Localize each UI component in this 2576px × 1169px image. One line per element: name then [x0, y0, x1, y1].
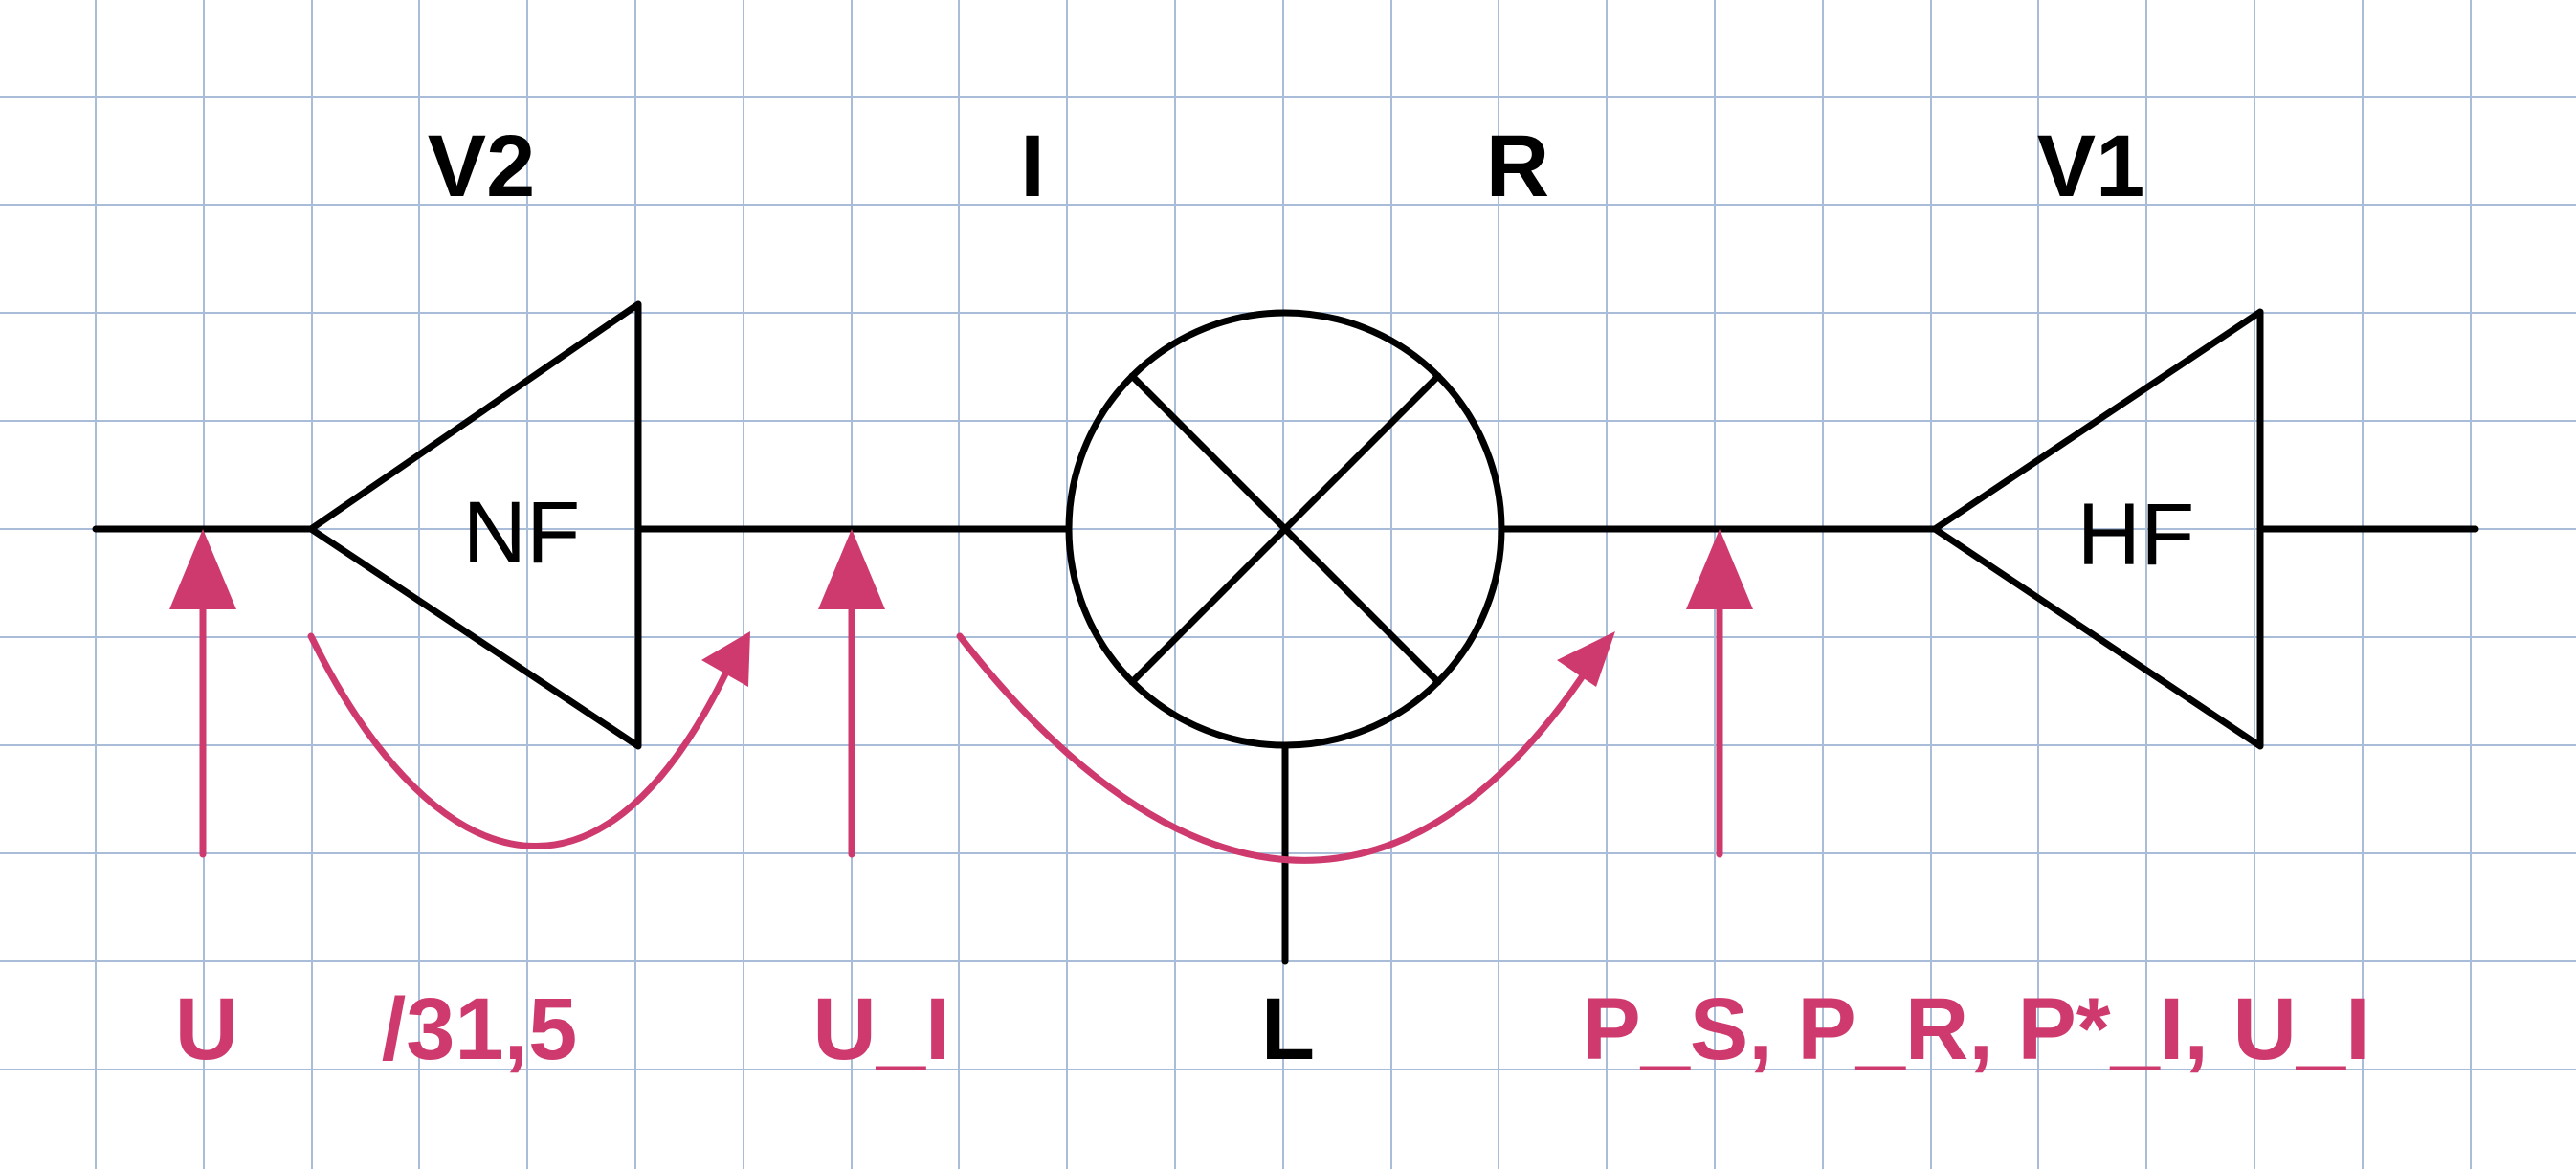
curve-nf-gain [307, 632, 736, 849]
curve-mixer-gain-head [1557, 631, 1615, 687]
annotation-u-i: U_I [812, 981, 949, 1078]
arrow-powers-head [1686, 529, 1753, 609]
stage-label-i: I [1020, 118, 1045, 215]
nf-amplifier: NF [307, 300, 642, 750]
curve-nf-gain-head [701, 631, 750, 687]
stage-label-v1: V1 [2037, 118, 2145, 215]
measurement-arrows [199, 594, 1723, 864]
annotation-u: U [175, 981, 238, 1078]
hf-amplifier-triangle [1931, 308, 2264, 750]
nf-amplifier-triangle [307, 300, 642, 750]
arrow-heads [169, 529, 1753, 687]
stage-label-r: R [1486, 118, 1549, 215]
arrow-u-head [169, 529, 236, 609]
curve-mixer-gain [956, 632, 1597, 864]
stage-label-l: L [1261, 981, 1315, 1078]
nf-label: NF [463, 484, 581, 582]
arrow-ui-head [818, 529, 885, 609]
annotation-divider: /31,5 [382, 981, 578, 1078]
annotation-powers: P_S, P_R, P*_I, U_I [1582, 981, 2369, 1078]
hf-label: HF [2077, 486, 2195, 584]
stage-label-v2: V2 [428, 118, 536, 215]
mixer-cross-b [1128, 372, 1442, 686]
mixer [1065, 309, 1505, 965]
hf-amplifier: HF [1931, 308, 2264, 750]
